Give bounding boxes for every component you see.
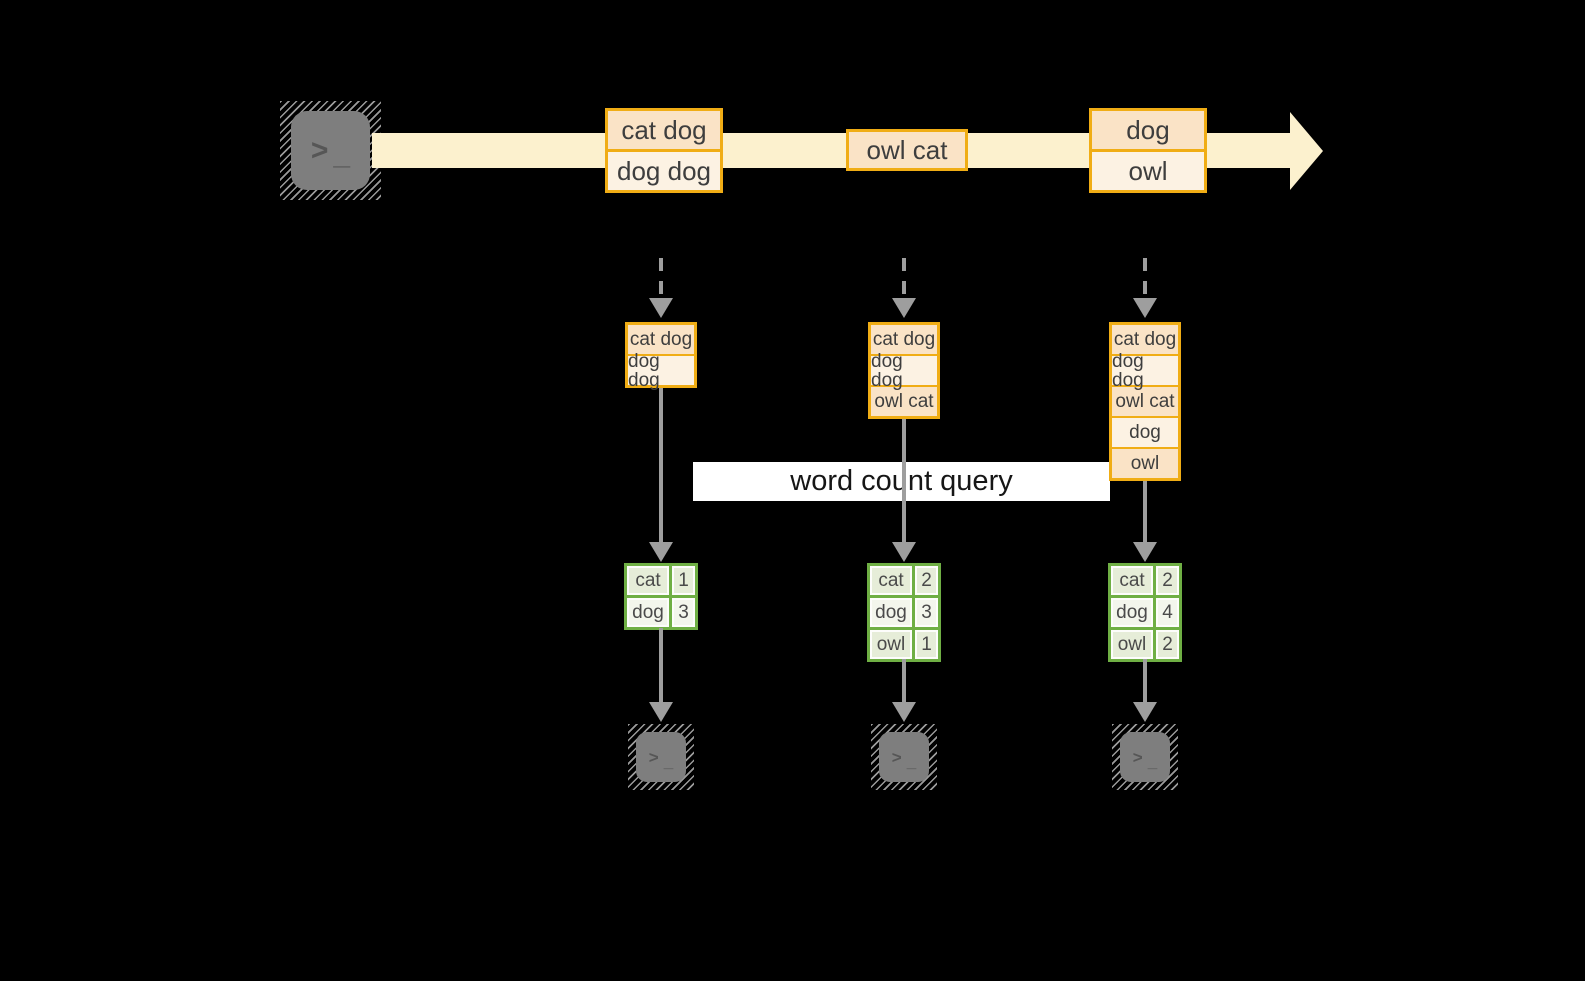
word-count-table-t3: cat 2 dog 4 owl 2 bbox=[1108, 563, 1182, 662]
output-arrowhead-icon bbox=[1133, 702, 1157, 722]
query-arrow bbox=[659, 388, 663, 542]
count-cell: 1 bbox=[672, 566, 695, 595]
count-cell: 3 bbox=[915, 598, 938, 627]
dashed-arrowhead-icon bbox=[649, 298, 673, 318]
message-log-t1: cat dog dog dog bbox=[625, 322, 697, 390]
stream-message-line: owl bbox=[1092, 149, 1204, 190]
message-log-t3: cat dog dog dog owl cat dog owl bbox=[1109, 322, 1181, 481]
log-entry: cat dog bbox=[871, 325, 937, 354]
log-entry: dog dog bbox=[628, 352, 694, 390]
word-cell: owl bbox=[870, 630, 912, 659]
terminal-icon: > _ bbox=[628, 724, 694, 790]
output-arrow bbox=[902, 659, 906, 702]
terminal-icon: > _ bbox=[280, 101, 381, 200]
query-arrowhead-icon bbox=[1133, 542, 1157, 562]
log-entry: dog bbox=[1112, 416, 1178, 447]
terminal-prompt-icon: > _ bbox=[1120, 732, 1170, 782]
output-arrow bbox=[1143, 659, 1147, 702]
stream-message-pair-2: dog owl bbox=[1089, 108, 1207, 193]
log-entry: cat dog bbox=[1112, 325, 1178, 354]
dashed-arrow bbox=[659, 258, 663, 298]
message-log-t2: cat dog dog dog owl cat bbox=[868, 322, 940, 419]
word-cell: cat bbox=[1111, 566, 1153, 595]
log-entry: cat dog bbox=[628, 325, 694, 354]
word-cell: dog bbox=[870, 598, 912, 627]
prompt-cursor: _ bbox=[663, 751, 674, 771]
prompt-chevron: > bbox=[648, 747, 659, 767]
log-entry: owl cat bbox=[1112, 385, 1178, 416]
output-arrowhead-icon bbox=[892, 702, 916, 722]
word-cell: dog bbox=[627, 598, 669, 627]
prompt-chevron: > bbox=[310, 133, 329, 167]
log-entry: dog dog bbox=[871, 352, 937, 390]
query-arrow bbox=[1143, 481, 1147, 542]
stream-message-line: dog dog bbox=[608, 149, 720, 190]
prompt-cursor: _ bbox=[906, 751, 917, 771]
output-arrowhead-icon bbox=[649, 702, 673, 722]
stream-message-single: owl cat bbox=[846, 129, 968, 171]
log-entry: owl cat bbox=[871, 385, 937, 416]
stream-arrowhead-icon bbox=[1290, 112, 1323, 190]
log-entry: dog dog bbox=[1112, 352, 1178, 390]
count-cell: 2 bbox=[1156, 566, 1179, 595]
prompt-cursor: _ bbox=[333, 137, 351, 171]
stream-message-line: owl cat bbox=[849, 132, 965, 168]
terminal-icon: > _ bbox=[1112, 724, 1178, 790]
query-arrowhead-icon bbox=[892, 542, 916, 562]
dashed-arrowhead-icon bbox=[892, 298, 916, 318]
dashed-arrowhead-icon bbox=[1133, 298, 1157, 318]
count-cell: 2 bbox=[915, 566, 938, 595]
query-banner: word count query bbox=[693, 462, 1110, 501]
stream-message-pair-1: cat dog dog dog bbox=[605, 108, 723, 193]
query-arrowhead-icon bbox=[649, 542, 673, 562]
prompt-cursor: _ bbox=[1147, 751, 1158, 771]
dashed-arrow bbox=[902, 258, 906, 298]
count-cell: 1 bbox=[915, 630, 938, 659]
word-count-table-t1: cat 1 dog 3 bbox=[624, 563, 698, 630]
output-arrow bbox=[659, 628, 663, 702]
terminal-icon: > _ bbox=[871, 724, 937, 790]
count-cell: 2 bbox=[1156, 630, 1179, 659]
word-count-table-t2: cat 2 dog 3 owl 1 bbox=[867, 563, 941, 662]
count-cell: 3 bbox=[672, 598, 695, 627]
dashed-arrow bbox=[1143, 258, 1147, 298]
terminal-prompt-icon: > _ bbox=[291, 111, 370, 190]
prompt-chevron: > bbox=[1132, 747, 1143, 767]
stream-message-line: dog bbox=[1092, 111, 1204, 149]
terminal-prompt-icon: > _ bbox=[879, 732, 929, 782]
log-entry: owl bbox=[1112, 447, 1178, 478]
count-cell: 4 bbox=[1156, 598, 1179, 627]
word-cell: owl bbox=[1111, 630, 1153, 659]
query-arrow bbox=[902, 419, 906, 542]
terminal-prompt-icon: > _ bbox=[636, 732, 686, 782]
word-cell: cat bbox=[870, 566, 912, 595]
word-cell: cat bbox=[627, 566, 669, 595]
word-cell: dog bbox=[1111, 598, 1153, 627]
prompt-chevron: > bbox=[891, 747, 902, 767]
stream-message-line: cat dog bbox=[608, 111, 720, 149]
